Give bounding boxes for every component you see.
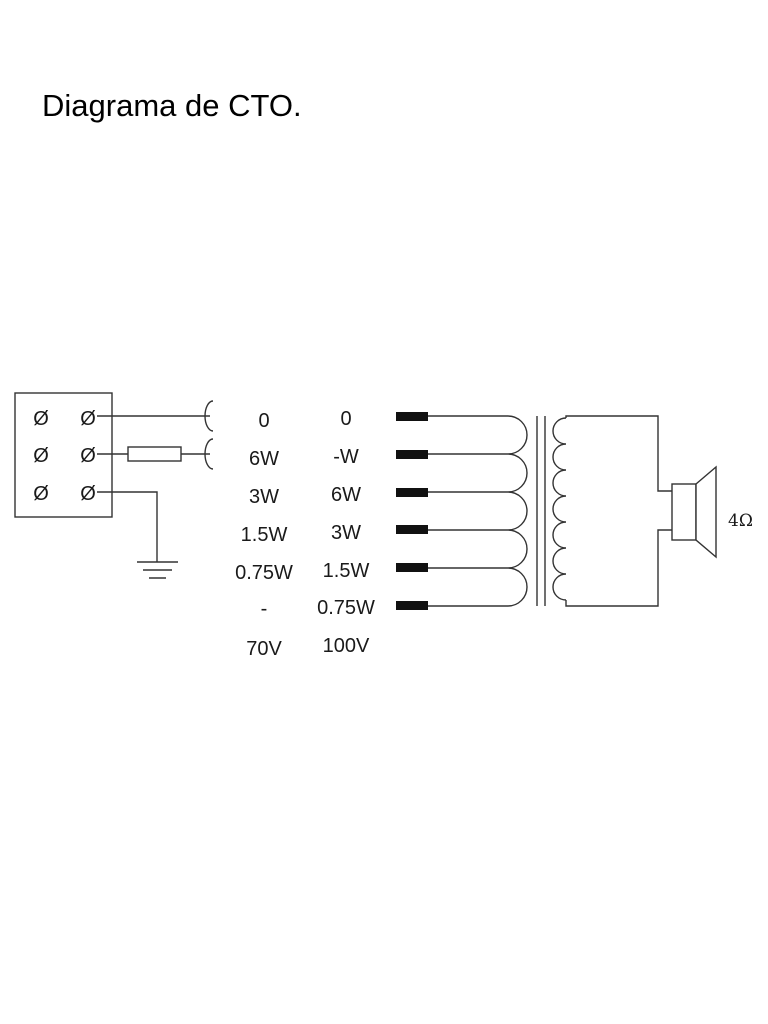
terminal-block: Ø Ø Ø Ø Ø Ø xyxy=(14,392,113,518)
connector-jack-icon xyxy=(204,400,214,432)
voltage-100v-label: 100V xyxy=(323,635,370,657)
tap-terminal xyxy=(396,450,428,459)
speaker-wire xyxy=(565,529,672,607)
tap-terminal xyxy=(396,488,428,497)
tap-100v-label: 1.5W xyxy=(323,560,370,582)
tap-100v-label: -W xyxy=(333,446,359,468)
taps-100v-column: 0 -W 6W 3W 1.5W 0.75W 100V xyxy=(317,408,375,657)
speaker-icon xyxy=(671,465,717,559)
tap-terminals xyxy=(396,412,508,610)
terminal-screw-icon: Ø xyxy=(33,408,49,430)
terminal-screw-icon: Ø xyxy=(33,483,49,505)
tap-70v-label: 0.75W xyxy=(235,562,293,584)
tap-100v-label: 0.75W xyxy=(317,597,375,619)
tap-terminal xyxy=(396,412,428,421)
speaker-wire xyxy=(565,415,672,492)
fuse-icon xyxy=(127,446,182,462)
tap-100v-label: 0 xyxy=(340,408,351,430)
ground-wire xyxy=(97,491,158,562)
voltage-70v-label: 70V xyxy=(246,638,282,660)
terminal-screw-icon: Ø xyxy=(80,408,96,430)
terminal-screw-icon: Ø xyxy=(80,483,96,505)
ground-icon xyxy=(137,561,178,579)
tap-100v-label: 6W xyxy=(331,484,361,506)
page-title: Diagrama de CTO. xyxy=(42,88,302,123)
tap-wires xyxy=(428,415,508,607)
primary-winding-icon xyxy=(507,415,528,607)
tap-100v-label: 3W xyxy=(331,522,361,544)
tap-70v-label: 1.5W xyxy=(241,524,288,546)
tap-70v-label: 6W xyxy=(249,448,279,470)
terminal-screw-icon: Ø xyxy=(80,445,96,467)
tap-70v-label: - xyxy=(261,598,268,620)
connector-jack-icon xyxy=(204,438,214,470)
tap-terminal xyxy=(396,601,428,610)
taps-70v-column: 0 6W 3W 1.5W 0.75W - 70V xyxy=(235,410,293,660)
secondary-winding-icon xyxy=(552,417,567,601)
speaker-impedance-label: 4Ω xyxy=(728,511,753,531)
tap-70v-label: 0 xyxy=(258,410,269,432)
tap-terminal xyxy=(396,525,428,534)
terminal-block-frame xyxy=(14,392,113,518)
tap-terminal xyxy=(396,563,428,572)
terminal-screw-icon: Ø xyxy=(33,445,49,467)
tap-70v-label: 3W xyxy=(249,486,279,508)
